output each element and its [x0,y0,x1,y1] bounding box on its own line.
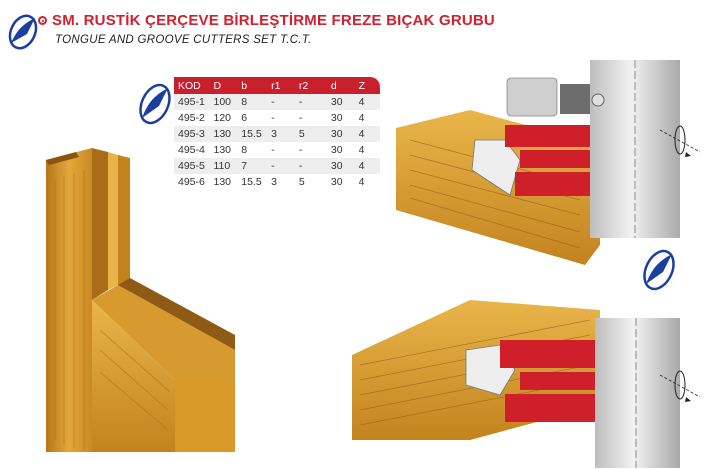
table-cell: 4 [358,174,380,190]
page-title: SM. RUSTİK ÇERÇEVE BİRLEŞTİRME FREZE BIÇ… [52,12,495,29]
table-cell: 4 [358,126,380,142]
frame-corner-illustration [46,148,235,452]
table-cell: 130 [213,142,242,158]
table-cell: 5 [298,174,331,190]
table-header-row: KOD D b r1 r2 d Z [174,77,380,94]
table-cell: - [271,158,299,174]
frame-stile-top [46,152,79,165]
top-cap-nut [506,77,558,117]
table-cell: 130 [213,174,242,190]
table-cell: 30 [330,174,359,190]
table-cell: 15.5 [241,126,272,142]
top-workpiece-grain [409,139,581,249]
bottom-workpiece-block [352,300,600,440]
table-cell: 495-1 [174,94,214,110]
spec-table: KOD D b r1 r2 d Z 495-1 100 8 - - 30 4 4… [174,77,380,190]
col-header-r1: r1 [271,77,299,94]
table-cell: 495-4 [174,142,214,158]
frame-rail-face [92,300,175,452]
table-cell: 5 [298,126,331,142]
top-ball-bearing [591,93,605,107]
table-cell: 3 [271,126,299,142]
rotation-arrow-bottom-icon [659,370,701,402]
table-cell: 30 [330,142,359,158]
frame-grain-lines [54,170,85,450]
frame-tongue [118,155,130,330]
bottom-profile-knife [465,344,516,396]
top-red-cutter-3 [515,172,600,196]
top-red-cutter-1 [505,125,600,147]
frame-groove-outer [92,148,108,300]
frame-rail-top [92,285,235,380]
rotation-arrow-top-icon [659,125,701,157]
col-header-kod: KOD [174,77,214,94]
col-header-bore-d: d [330,77,359,94]
table-row: 495-6 130 15.5 3 5 30 4 [174,174,380,190]
table-cell: - [298,94,331,110]
col-header-r2: r2 [298,77,331,94]
top-workpiece-block [396,110,600,265]
table-cell: 495-6 [174,174,214,190]
col-header-d-diameter: D [213,77,242,94]
title-bullet-icon [38,16,47,25]
frame-groove-inner [108,152,118,290]
brand-logo-top-icon [8,14,38,50]
table-cell: 100 [213,94,242,110]
top-spindle [590,60,680,238]
bottom-cutter-illustration [352,300,680,468]
table-cell: - [271,142,299,158]
table-cell: 30 [330,110,359,126]
table-cell: 110 [213,158,242,174]
table-cell: 4 [358,94,380,110]
table-cell: 495-5 [174,158,214,174]
brand-logo-right-icon [643,249,675,291]
top-red-cutter-2 [520,150,600,168]
table-cell: 15.5 [241,174,272,190]
top-spacer [560,84,592,114]
bottom-red-cutter-1 [500,340,600,368]
table-cell: 7 [241,158,272,174]
table-cell: 120 [213,110,242,126]
frame-rail-end [175,380,235,452]
frame-rail-groove [118,278,235,350]
table-cell: 30 [330,158,359,174]
table-row: 495-2 120 6 - - 30 4 [174,110,380,126]
bottom-spindle [595,318,680,468]
page-subtitle: TONGUE AND GROOVE CUTTERS SET T.C.T. [55,34,312,46]
table-cell: - [298,142,331,158]
table-cell: 4 [358,142,380,158]
table-cell: 3 [271,174,299,190]
table-row: 495-1 100 8 - - 30 4 [174,94,380,110]
bottom-red-cutter-3 [505,394,600,422]
table-cell: - [271,110,299,126]
table-cell: - [271,94,299,110]
frame-rail-grain [99,329,171,431]
table-cell: - [298,110,331,126]
col-header-b: b [241,77,272,94]
table-cell: 30 [330,126,359,142]
top-cutter-illustration [396,60,680,265]
table-row: 495-5 110 7 - - 30 4 [174,158,380,174]
table-row: 495-4 130 8 - - 30 4 [174,142,380,158]
table-cell: 130 [213,126,242,142]
table-cell: 4 [358,158,380,174]
table-cell: 8 [241,94,272,110]
table-cell: 495-3 [174,126,214,142]
top-profile-knife [471,139,521,196]
title-row: SM. RUSTİK ÇERÇEVE BİRLEŞTİRME FREZE BIÇ… [38,12,495,29]
table-cell: 495-2 [174,110,214,126]
table-row: 495-3 130 15.5 3 5 30 4 [174,126,380,142]
table-cell: 30 [330,94,359,110]
col-header-z: Z [358,77,380,94]
table-cell: - [298,158,331,174]
table-cell: 4 [358,110,380,126]
frame-stile-face [46,148,92,452]
table-cell: 8 [241,142,272,158]
bottom-red-cutter-2 [520,372,600,390]
table-cell: 6 [241,110,272,126]
bottom-workpiece-grain [359,319,591,426]
brand-logo-table-icon [139,83,171,125]
